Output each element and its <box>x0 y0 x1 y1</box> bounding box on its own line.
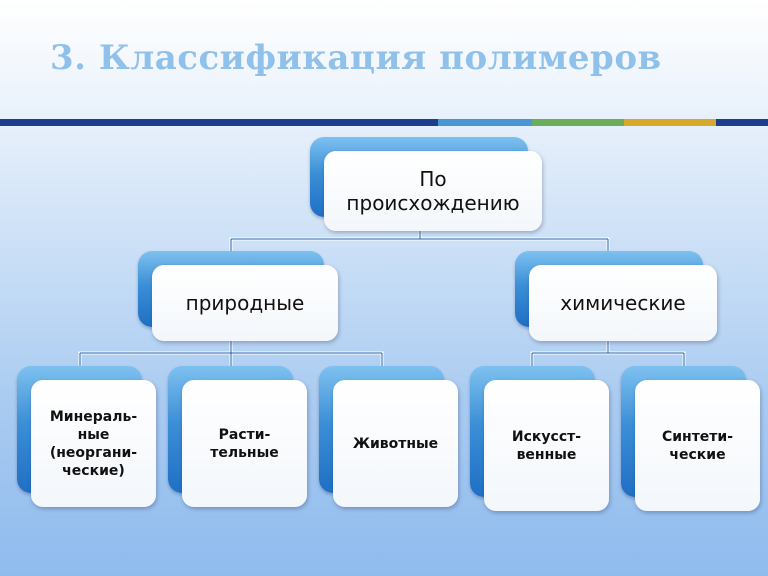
accent-bar-green <box>532 119 624 126</box>
node-mineral: Минераль- ные (неоргани- ческие) <box>17 366 156 507</box>
node-natural-box: природные <box>152 265 338 341</box>
node-natural: природные <box>138 251 338 341</box>
node-chemical-label: химические <box>560 291 686 315</box>
node-animal: Животные <box>319 366 458 507</box>
node-artificial-box: Искусст- венные <box>484 380 609 511</box>
node-by-origin-label: По происхождению <box>346 167 520 215</box>
node-animal-box: Животные <box>333 380 458 507</box>
node-by-origin: По происхождению <box>310 137 542 231</box>
node-chemical-box: химические <box>529 265 717 341</box>
node-synthetic-box: Синтети- ческие <box>635 380 760 511</box>
node-artificial: Искусст- венные <box>470 366 609 511</box>
node-mineral-label: Минераль- ные (неоргани- ческие) <box>49 408 138 479</box>
accent-bar-navy-left <box>0 119 438 126</box>
node-plant: Расти- тельные <box>168 366 307 507</box>
accent-bar-navy-right <box>716 119 768 126</box>
node-by-origin-box: По происхождению <box>324 151 542 231</box>
node-natural-label: природные <box>185 291 305 315</box>
node-mineral-box: Минераль- ные (неоргани- ческие) <box>31 380 156 507</box>
slide-title: 3. Классификация полимеров <box>50 38 662 78</box>
node-animal-label: Животные <box>352 435 439 452</box>
node-synthetic-label: Синтети- ческие <box>661 428 734 463</box>
node-chemical: химические <box>515 251 717 341</box>
node-plant-box: Расти- тельные <box>182 380 307 507</box>
node-synthetic: Синтети- ческие <box>621 366 760 511</box>
node-artificial-label: Искусст- венные <box>511 428 582 463</box>
accent-bar-blue <box>438 119 532 126</box>
node-plant-label: Расти- тельные <box>210 426 279 461</box>
accent-bar-gold <box>624 119 716 126</box>
